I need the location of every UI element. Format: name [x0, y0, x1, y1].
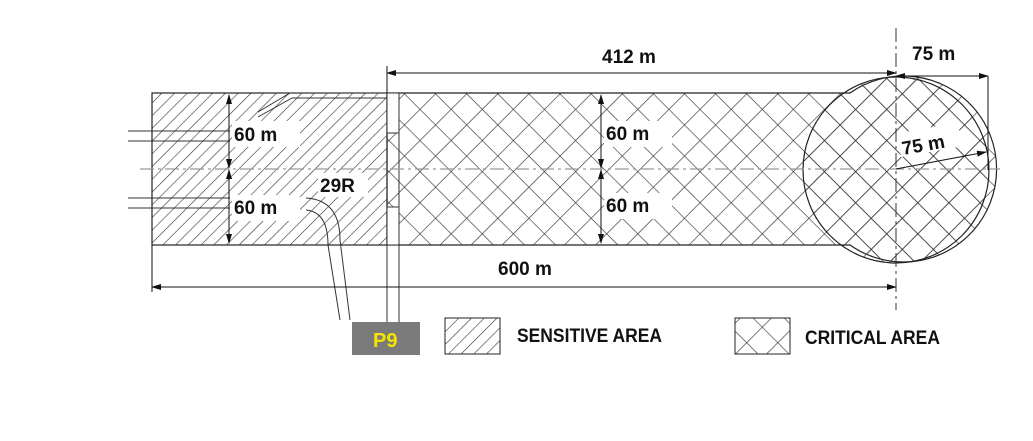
legend-sensitive-label: SENSITIVE AREA — [517, 324, 662, 346]
legend-critical-label: CRITICAL AREA — [805, 326, 940, 348]
dim-60-mid-upper: 60 m — [606, 124, 649, 145]
dim-radius-line — [895, 150, 987, 170]
legend-sensitive-swatch — [444, 317, 501, 355]
runway-label: 29R — [320, 176, 355, 197]
dim-75-top-label: 75 m — [912, 44, 955, 65]
legend: SENSITIVE AREA CRITICAL AREA — [444, 317, 940, 355]
legend-critical-swatch — [734, 317, 791, 355]
p9-box — [352, 322, 420, 355]
dim-60-left-upper: 60 m — [234, 125, 277, 146]
taxiway-lines — [128, 92, 400, 322]
dim-60-left-lower: 60 m — [234, 198, 277, 219]
dim-60-mid-lower: 60 m — [606, 196, 649, 217]
p9-label: P9 — [373, 330, 397, 352]
dim-600-label: 600 m — [498, 259, 552, 280]
dim-412-label: 412 m — [602, 47, 656, 68]
